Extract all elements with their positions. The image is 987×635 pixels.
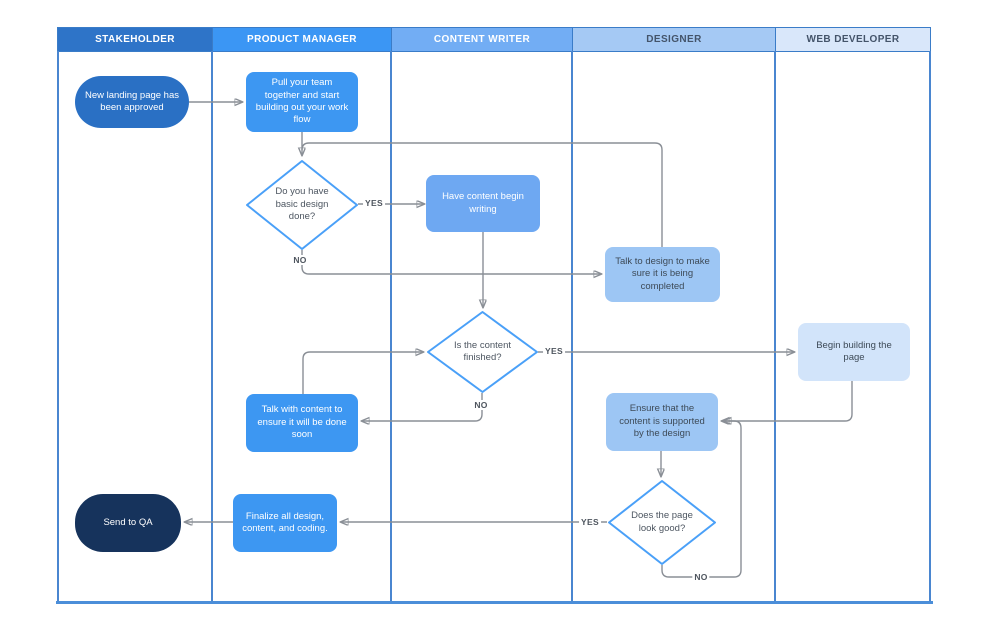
lane-header-label: WEB DEVELOPER — [806, 34, 900, 45]
lane-divider — [390, 51, 392, 601]
connector-talk-content-to-finished — [302, 352, 423, 394]
lane-divider — [211, 51, 213, 601]
lane-header-designer[interactable]: DESIGNER — [572, 27, 776, 52]
lane-header-label: PRODUCT MANAGER — [247, 34, 357, 45]
connector-begin-building-to-ensure — [722, 381, 853, 421]
table-left-border — [57, 51, 59, 601]
lane-header-content-writer[interactable]: CONTENT WRITER — [391, 27, 573, 52]
decision-page-look-good[interactable]: Does the page look good? — [608, 480, 716, 565]
edge-label-yes: YES — [579, 517, 601, 527]
decision-label: Does the page look good? — [631, 510, 693, 534]
diamond-shape — [608, 480, 716, 565]
lane-header-product-manager[interactable]: PRODUCT MANAGER — [212, 27, 392, 52]
lane-header-stakeholder[interactable]: STAKEHOLDER — [57, 27, 213, 52]
process-ensure-content-supported[interactable]: Ensure that the content is supported by … — [606, 393, 718, 451]
process-talk-to-design[interactable]: Talk to design to make sure it is being … — [605, 247, 720, 302]
lane-divider — [774, 51, 776, 601]
process-begin-building-page[interactable]: Begin building the page — [798, 323, 910, 381]
process-pull-team-together[interactable]: Pull your team together and start buildi… — [246, 72, 358, 132]
lane-divider — [571, 51, 573, 601]
lane-header-label: STAKEHOLDER — [95, 34, 175, 45]
process-have-content-begin-writing[interactable]: Have content begin writing — [426, 175, 540, 232]
lane-header-web-developer[interactable]: WEB DEVELOPER — [775, 27, 931, 52]
connector-content-finished-no — [362, 393, 483, 421]
diamond-shape — [427, 311, 538, 393]
decision-basic-design-done[interactable]: Do you have basic design done? — [246, 160, 358, 250]
decision-label: Do you have basic design done? — [275, 186, 329, 223]
diamond-shape — [246, 160, 358, 250]
decision-label: Is the content finished? — [453, 339, 512, 363]
lane-header-label: CONTENT WRITER — [433, 34, 531, 45]
table-right-border — [929, 51, 931, 601]
lane-header-label: DESIGNER — [646, 34, 702, 45]
terminator-send-to-qa[interactable]: Send to QA — [75, 494, 181, 552]
process-finalize-design-content-coding[interactable]: Finalize all design, content, and coding… — [233, 494, 337, 552]
edge-label-yes: YES — [543, 346, 565, 356]
edge-label-no: NO — [291, 255, 309, 265]
decision-is-content-finished[interactable]: Is the content finished? — [427, 311, 538, 393]
process-talk-with-content[interactable]: Talk with content to ensure it will be d… — [246, 394, 358, 452]
connector-design-done-no — [301, 250, 601, 274]
table-bottom-border — [56, 601, 933, 604]
edge-label-no: NO — [472, 400, 490, 410]
terminator-new-landing-page-approved[interactable]: New landing page has been approved — [75, 76, 189, 128]
edge-label-no: NO — [692, 572, 710, 582]
edge-label-yes: YES — [363, 198, 385, 208]
